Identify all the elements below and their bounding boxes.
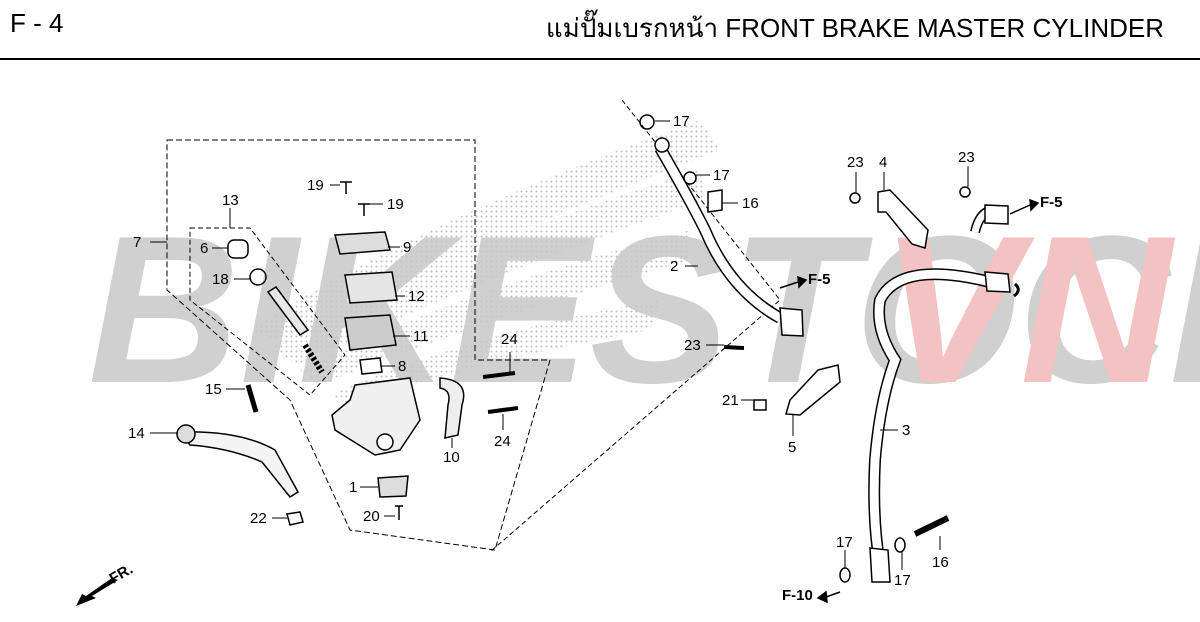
brackets — [753, 186, 971, 416]
callout-19b: 19 — [387, 196, 404, 213]
page-code: F - 4 — [10, 8, 64, 38]
callout-17b: 17 — [713, 167, 730, 184]
callout-9: 9 — [403, 239, 411, 256]
part-switch-1 — [377, 475, 409, 498]
callout-12: 12 — [408, 288, 425, 305]
part-screw-20 — [395, 505, 403, 520]
callout-14: 14 — [128, 425, 145, 442]
watermark-accent: VN — [880, 192, 1176, 427]
callout-11: 11 — [413, 328, 429, 345]
hose-3 — [839, 204, 1020, 583]
leader-lines — [150, 120, 969, 570]
ref-f10: F-10 — [782, 587, 813, 604]
part-piston — [266, 285, 310, 337]
callout-10: 10 — [443, 449, 460, 466]
part-plate-12 — [344, 271, 398, 304]
callout-7: 7 — [133, 234, 141, 251]
part-screw-19a — [340, 181, 352, 194]
callout-4: 4 — [879, 154, 887, 171]
piston-kit-outline-13 — [189, 227, 346, 396]
part-spring — [302, 343, 325, 374]
part-diaphragm-11 — [344, 314, 397, 351]
callout-17d: 17 — [894, 572, 911, 589]
callout-20: 20 — [363, 508, 380, 525]
callout-23b: 23 — [847, 154, 864, 171]
part-nut-22 — [286, 511, 304, 526]
page-title: แม่ปั๊มเบรกหน้า FRONT BRAKE MASTER CYLIN… — [545, 13, 1164, 43]
part-bolt-23b — [959, 186, 971, 198]
callout-24a: 24 — [501, 331, 518, 348]
callout-17c: 17 — [836, 534, 853, 551]
part-master-cylinder — [331, 377, 421, 456]
part-lever-knob — [176, 424, 196, 444]
part-bracket-4 — [877, 189, 929, 249]
ref-f5-middle: F-5 — [808, 271, 831, 288]
watermark: BIKESTOCK VN — [88, 192, 1200, 427]
callout-15: 15 — [205, 381, 222, 398]
reference-arrows — [779, 198, 1040, 604]
part-nut-21 — [753, 399, 767, 411]
part-float-8 — [359, 357, 383, 375]
callout-19a: 19 — [307, 177, 324, 194]
hose-2 — [639, 114, 804, 350]
page-header: F - 4 แม่ปั๊มเบรกหน้า FRONT BRAKE MASTER… — [0, 0, 1200, 60]
callout-6: 6 — [200, 240, 208, 257]
parts — [176, 181, 519, 526]
callout-13: 13 — [222, 192, 239, 209]
callout-24b: 24 — [494, 433, 511, 450]
assembly-outline-7 — [166, 139, 551, 551]
part-bolt-24b — [487, 406, 519, 414]
part-pivot-bolt-15 — [245, 384, 259, 413]
callout-3: 3 — [902, 422, 910, 439]
part-lever-14 — [178, 431, 299, 498]
callout-5: 5 — [788, 439, 796, 456]
callout-23a: 23 — [684, 337, 701, 354]
part-boot-6 — [227, 239, 249, 259]
part-circlip-18 — [249, 268, 267, 286]
callout-2: 2 — [670, 258, 678, 275]
callout-21: 21 — [722, 392, 739, 409]
callout-8: 8 — [398, 358, 406, 375]
part-bolt-24a — [482, 371, 516, 379]
callout-1: 1 — [349, 479, 357, 496]
part-bolt-23a — [849, 192, 861, 204]
callout-16a: 16 — [742, 195, 759, 212]
callout-numbers: 7 13 6 18 19 19 9 12 11 8 10 24 24 15 14… — [128, 113, 975, 589]
watermark-main: BIKESTOCK — [88, 192, 1200, 427]
callout-17a: 17 — [673, 113, 690, 130]
callout-18: 18 — [212, 271, 229, 288]
part-bracket-5 — [785, 364, 841, 416]
part-master-cylinder-port — [376, 433, 394, 451]
callout-22: 22 — [250, 510, 267, 527]
callout-16b: 16 — [932, 554, 949, 571]
front-arrow-icon — [76, 578, 118, 606]
ref-f5-upper: F-5 — [1040, 194, 1063, 211]
direction-indicator: FR. — [76, 561, 136, 606]
part-holder-10 — [439, 377, 465, 439]
part-screw-19b — [358, 203, 370, 216]
header-divider — [0, 58, 1200, 60]
callout-23c: 23 — [958, 149, 975, 166]
part-cap-9 — [334, 231, 391, 255]
